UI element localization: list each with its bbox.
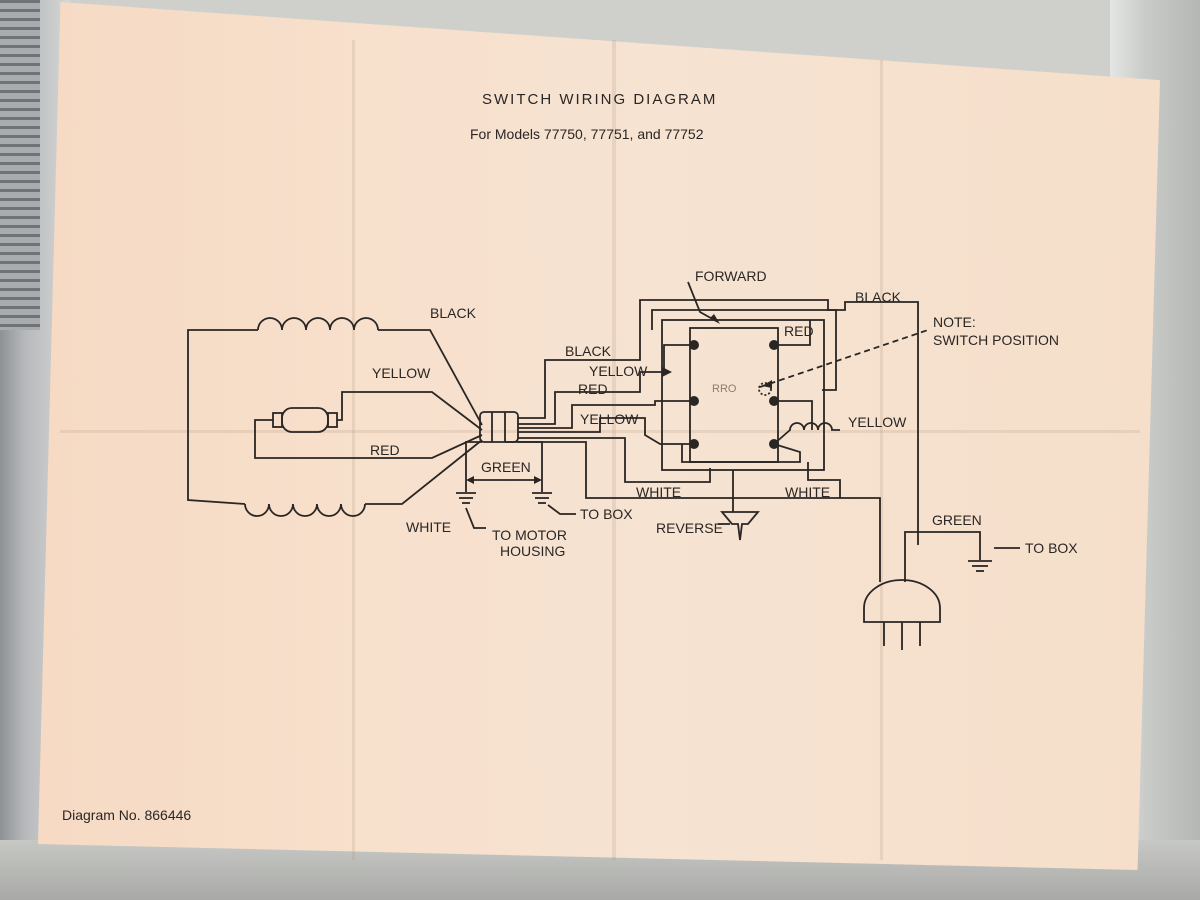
label-yellow-switch-lower: YELLOW [580,411,639,427]
motor-field-coil-bottom [244,503,366,517]
label-to-motor-housing-line1: TO MOTOR [492,527,567,543]
note-arrow-head [762,380,772,388]
label-white-lower-left: WHITE [636,484,681,500]
label-white-motor: WHITE [406,519,451,535]
switch-frame-inner [661,319,825,471]
label-white-lower-right: WHITE [785,484,830,500]
wire-yellow-lower [518,417,694,445]
label-yellow-switch: YELLOW [589,363,648,379]
switch-position-mark: RRO [712,383,737,395]
armature-brush-left [272,412,283,428]
label-yellow-motor: YELLOW [372,365,431,381]
paper-sheet [38,2,1160,870]
label-green-right: GREEN [932,512,982,528]
label-red-motor: RED [370,442,400,458]
switch-position-circle [758,382,772,396]
label-to-box-left: TO BOX [580,506,633,522]
wire-red-motor [254,419,483,459]
label-red-top: RED [784,323,814,339]
motor-field-coil-top [257,317,379,331]
paper-fold-vertical-left [352,40,355,860]
label-black-top: BLACK [855,289,902,305]
label-forward: FORWARD [695,268,767,284]
wire-red-top [774,320,811,346]
label-green-ground: GREEN [481,459,531,475]
label-black-switch: BLACK [565,343,612,359]
wire-black-motor [378,329,483,426]
wire-yellow-switch [518,371,670,425]
ground-symbol-box-right [968,560,992,572]
armature-brush-right [327,412,338,428]
label-reverse: REVERSE [656,520,723,536]
paper-fold-vertical-right [880,60,883,860]
wire-yellow-switch-contact [663,344,694,372]
reverse-toggle [720,511,760,541]
label-to-box-right: TO BOX [1025,540,1078,556]
motor-frame-wire [187,329,258,505]
wire-black-switch [518,299,919,545]
label-to-motor-housing-line2: HOUSING [500,543,565,559]
leader-box-left [547,504,576,515]
wire-white-lower-left [518,437,711,483]
wire-green-ground [465,441,482,492]
forward-arrow-head [710,314,720,324]
leader-motor-housing [465,507,486,529]
diagram-subtitle: For Models 77750, 77751, and 77752 [470,126,704,142]
wire-switch-bottom [681,443,801,463]
wire-red-switch [518,400,694,429]
label-black-motor: BLACK [430,305,477,321]
wire-right-contacts [774,400,813,430]
wire-yellow-right [773,422,840,445]
wire-yellow-motor [337,391,483,431]
label-yellow-right: YELLOW [848,414,907,430]
wire-white-switch-link [807,462,841,498]
diagram-number: Diagram No. 866446 [62,807,191,823]
wire-green-right [904,531,981,582]
motor-armature [281,407,329,433]
ground-symbol-motor-housing [456,492,476,504]
green-arrow-left [466,476,474,484]
power-plug [863,579,941,623]
ground-symbol-box-left [532,492,552,504]
label-switch-position: SWITCH POSITION [933,332,1059,348]
label-red-switch: RED [578,381,608,397]
background-binder-rings [0,0,40,330]
label-note: NOTE: [933,314,976,330]
wire-white-lower-right [518,441,881,582]
paper-fold-vertical [612,40,616,860]
green-arrow-right [534,476,542,484]
wire-white-motor [365,439,483,505]
diagram-title: SWITCH WIRING DIAGRAM [482,91,717,108]
wire-connector [479,411,519,443]
wire-black-loop [651,309,837,391]
